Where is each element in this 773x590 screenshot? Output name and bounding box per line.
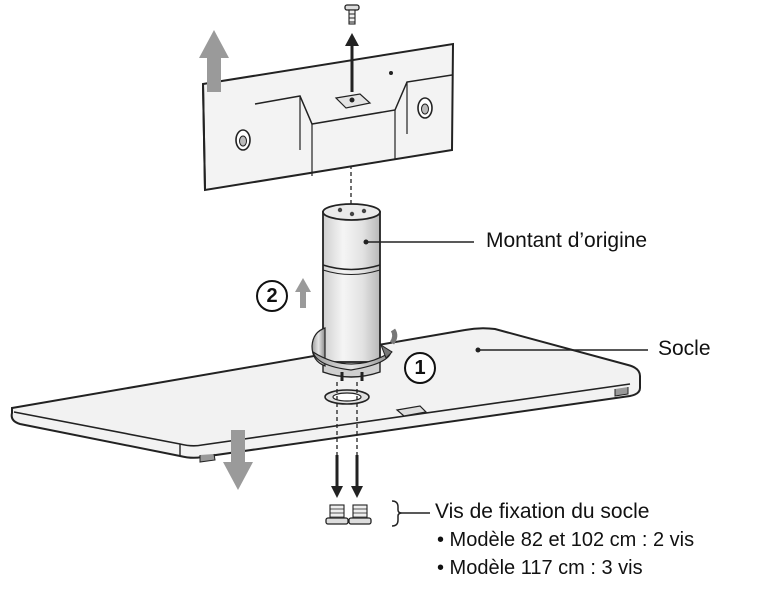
label-screws-title: Vis de fixation du socle	[435, 500, 650, 523]
step-2-badge: 2	[256, 280, 288, 312]
bracket-plate	[201, 42, 455, 192]
arrow-up-bracket	[199, 30, 229, 92]
arrow-down-base	[223, 430, 253, 490]
arrow-up-screw	[345, 33, 359, 92]
label-upright: Montant d’origine	[486, 229, 648, 252]
label-base: Socle	[658, 337, 711, 360]
step-1-badge: 1	[404, 352, 436, 384]
top-screw	[344, 4, 360, 25]
leader-lines	[363, 239, 648, 527]
label-screws-item-1: • Modèle 82 et 102 cm : 2 vis	[437, 529, 695, 551]
bottom-screws	[325, 504, 372, 525]
base-plate	[10, 327, 641, 463]
arrow-up-step2	[295, 278, 311, 308]
label-screws-item-2: • Modèle 117 cm : 3 vis	[437, 557, 643, 579]
arrows-down-screws	[331, 455, 363, 498]
upright-cylinder	[311, 203, 398, 381]
